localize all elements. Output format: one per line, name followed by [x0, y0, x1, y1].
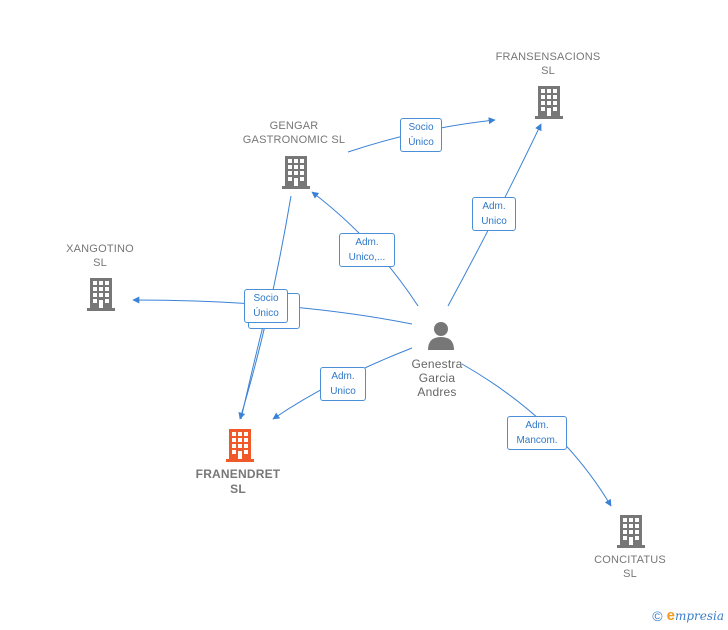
edge-label-line: Socio	[408, 122, 434, 133]
brand-initial: e	[666, 607, 675, 624]
edge-label-genestra-xangotino[interactable]: Socio Único	[244, 289, 288, 323]
edge-label-line: Adm.	[331, 371, 355, 382]
node-label-franendret[interactable]: FRANENDRET SL	[196, 467, 281, 497]
node-name-line: Garcia	[418, 371, 456, 385]
node-label-xangotino[interactable]: XANGOTINO SL	[66, 242, 134, 270]
node-name-line: FRANENDRET	[195, 467, 281, 481]
node-name-line: SL	[541, 65, 555, 77]
edge-label-line: Adm.	[525, 420, 549, 431]
edge-label-gengar-fransensaciones[interactable]: Socio Único	[400, 118, 442, 152]
node-name-line: Genestra	[411, 357, 463, 371]
edge-label-line: Socio	[253, 293, 279, 304]
node-name-line: FRANSENSACIONS	[495, 51, 601, 63]
node-name-line: GASTRONOMIC SL	[242, 134, 346, 146]
edge-label-genestra-franendret[interactable]: Adm. Unico	[320, 367, 366, 401]
edge-label-line: Adm.	[355, 237, 379, 248]
footer-brand[interactable]: © empresia	[652, 607, 724, 624]
node-name-line: CONCITATUS	[594, 554, 666, 566]
node-label-genestra[interactable]: Genestra Garcia Andres	[412, 357, 463, 399]
edge-label-genestra-concitatus[interactable]: Adm. Mancom.	[507, 416, 567, 450]
edge-socio-franendret	[240, 321, 265, 420]
edge-label-line: Unico	[481, 216, 507, 227]
copyright-icon: ©	[652, 607, 663, 624]
edge-label-line: Único	[408, 137, 434, 148]
node-label-concitatus[interactable]: CONCITATUS SL	[594, 553, 666, 581]
edge-label-genestra-fransensaciones[interactable]: Adm. Unico	[472, 197, 516, 231]
brand-name: mpresia	[674, 609, 724, 623]
edge-label-line: Unico,...	[348, 252, 386, 263]
building-icon-main[interactable]	[224, 427, 256, 463]
edge-label-genestra-gengar[interactable]: Adm. Unico,...	[339, 233, 395, 267]
building-icon[interactable]	[280, 154, 312, 190]
edge-label-line: Único	[253, 308, 279, 319]
building-icon[interactable]	[615, 513, 647, 549]
node-name-line: SL	[230, 482, 246, 496]
building-icon[interactable]	[533, 84, 565, 120]
edge-label-line: Adm.	[482, 201, 506, 212]
node-name-line: SL	[93, 257, 107, 269]
brand-logo: empresia	[667, 607, 724, 624]
node-label-gengar[interactable]: GENGAR GASTRONOMIC SL	[243, 119, 345, 147]
building-icon[interactable]	[85, 276, 117, 312]
node-name-line: SL	[623, 568, 637, 580]
person-icon[interactable]	[426, 320, 456, 350]
edge-label-line: Mancom.	[516, 435, 558, 446]
node-name-line: Andres	[417, 385, 457, 399]
node-name-line: XANGOTINO	[66, 243, 134, 255]
node-name-line: GENGAR	[269, 120, 319, 132]
edge-label-line: Unico	[330, 386, 356, 397]
node-label-fransensaciones[interactable]: FRANSENSACIONS SL	[496, 50, 601, 78]
